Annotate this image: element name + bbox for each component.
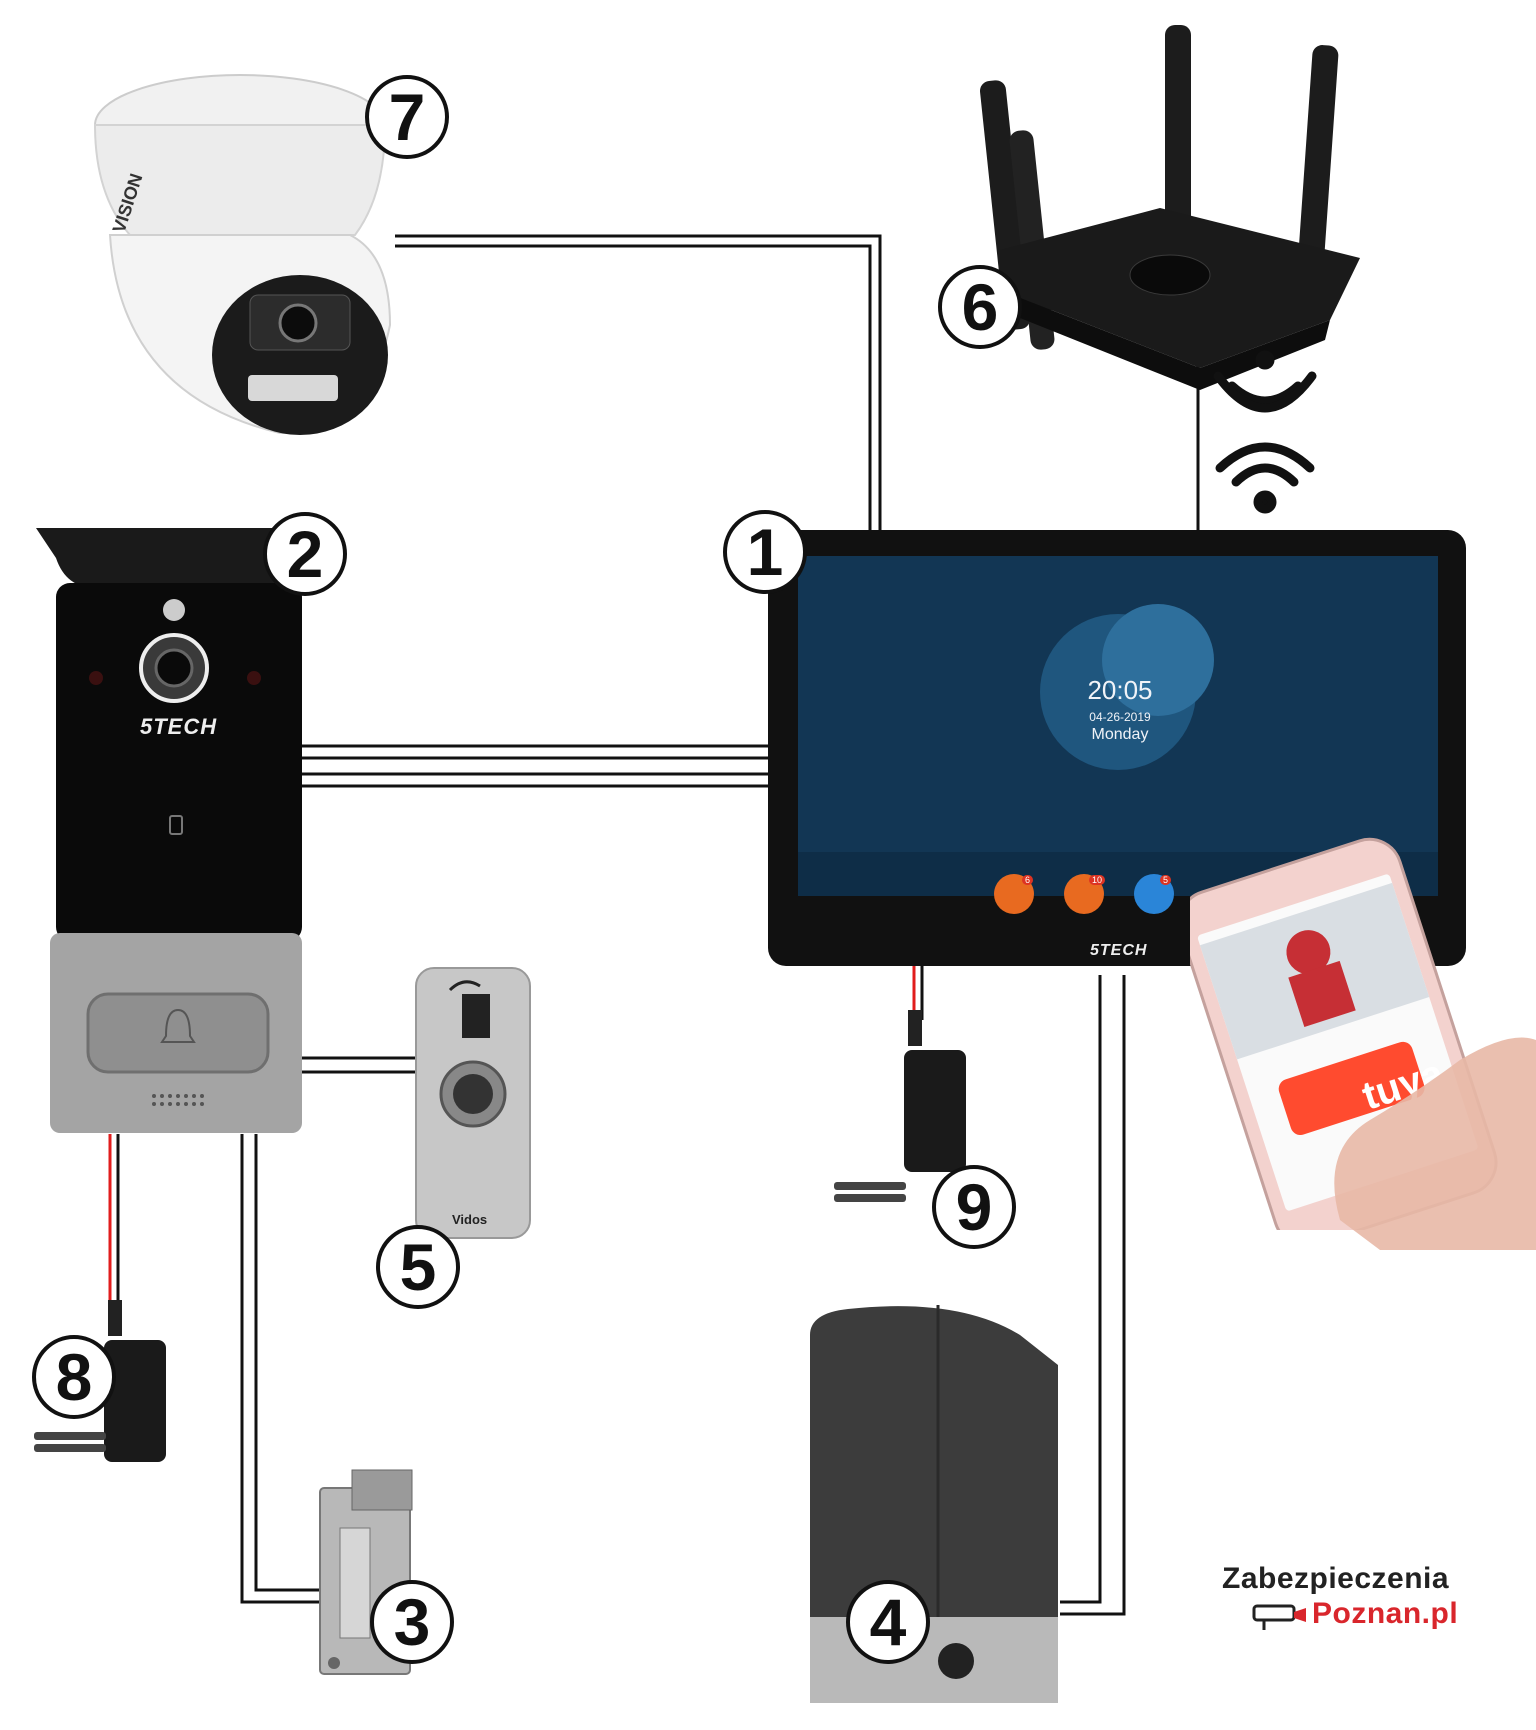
dome-camera: VISION [93, 74, 392, 435]
wifi-icon [1213, 350, 1317, 514]
monitor-date: 04-26-2019 [1089, 710, 1151, 724]
door-station [36, 528, 302, 1133]
monitor-time: 20:05 [1087, 675, 1153, 705]
power-adapter-9 [834, 1010, 966, 1202]
logo-line1: Zabezpieczenia [1222, 1562, 1450, 1595]
motion-badge: 5 [1160, 875, 1172, 885]
logo-line2: Poznan.pl [1312, 1597, 1459, 1630]
message-badge: 10 [1089, 875, 1106, 885]
hand [1334, 1037, 1536, 1250]
label-6: 6 [938, 265, 1022, 349]
label-4: 4 [846, 1580, 930, 1664]
label-7: 7 [365, 75, 449, 159]
gate-motor [810, 1305, 1058, 1703]
gate-wire [1060, 975, 1102, 1604]
label-8: 8 [32, 1335, 116, 1419]
gate-wire [1060, 975, 1126, 1616]
camera-wire [395, 234, 882, 532]
router [979, 25, 1360, 390]
label-2: 2 [263, 512, 347, 596]
exit-button-brand: Vidos [452, 1212, 488, 1227]
label-3: 3 [370, 1580, 454, 1664]
label-1: 1 [723, 510, 807, 594]
label-9: 9 [932, 1165, 1016, 1249]
call-badge: 6 [1022, 875, 1034, 885]
lock-wire [254, 1134, 330, 1592]
door-station-brand: 5TECH [140, 714, 218, 739]
cctv-icon [1252, 1604, 1306, 1630]
camera-wire-2 [395, 244, 872, 532]
lock-wire [240, 1134, 330, 1604]
power-adapter-8 [34, 1300, 166, 1462]
monitor-day: Monday [1091, 726, 1149, 743]
indoor-monitor [768, 530, 1466, 966]
exit-button [415, 967, 531, 1239]
label-5: 5 [376, 1225, 460, 1309]
monitor-brand: 5TECH [1090, 942, 1148, 959]
